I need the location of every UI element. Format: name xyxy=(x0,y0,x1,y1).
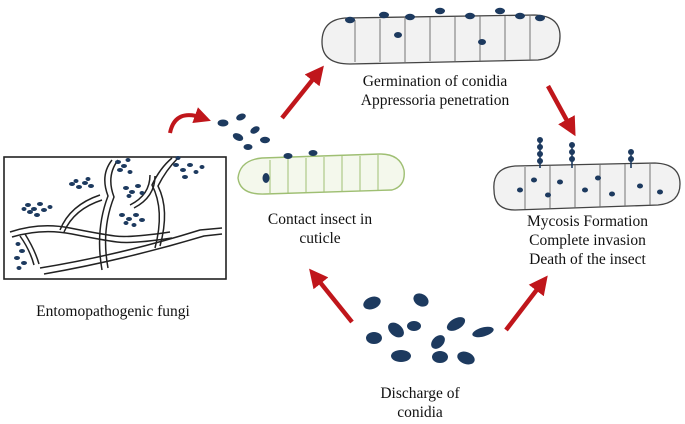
discharge-line1: Discharge of xyxy=(380,385,460,402)
fungi-label: Entomopathogenic fungi xyxy=(36,303,190,320)
label-discharge: Discharge of conidia xyxy=(355,384,485,422)
discharged-conidia xyxy=(363,293,494,365)
fungi-panel xyxy=(3,156,227,280)
floating-conidia xyxy=(217,113,270,150)
label-mycosis: Mycosis Formation Complete invasion Deat… xyxy=(495,212,680,269)
mycosis-line2: Complete invasion xyxy=(529,232,646,249)
hyphae xyxy=(9,157,223,275)
label-contact: Contact insect in cuticle xyxy=(240,210,400,248)
arrow-to-contact xyxy=(309,268,354,324)
label-fungi: Entomopathogenic fungi xyxy=(13,302,213,321)
germination-line1: Germination of conidia xyxy=(362,73,508,90)
contact-line1: Contact insect in xyxy=(267,211,373,228)
fungi-frame xyxy=(3,156,227,280)
spore-clusters xyxy=(14,156,205,270)
arrow-to-mycosis-from-discharge xyxy=(504,275,548,332)
arrow-to-mycosis xyxy=(546,84,576,137)
cycle-arrows xyxy=(280,65,576,332)
discharge-line2: conidia xyxy=(397,404,443,421)
contact-line2: cuticle xyxy=(299,230,341,247)
mycosis-line3: Death of the insect xyxy=(529,251,646,268)
mycosis-larva xyxy=(493,137,681,211)
germination-line2: Appressoria penetration xyxy=(360,92,510,109)
contact-larva xyxy=(237,150,405,195)
release-curved-arrow xyxy=(168,107,211,134)
germination-larva xyxy=(321,7,561,65)
arrow-to-germination xyxy=(280,65,324,120)
label-germination: Germination of conidia Appressoria penet… xyxy=(335,72,535,110)
mycosis-line1: Mycosis Formation xyxy=(527,213,648,230)
